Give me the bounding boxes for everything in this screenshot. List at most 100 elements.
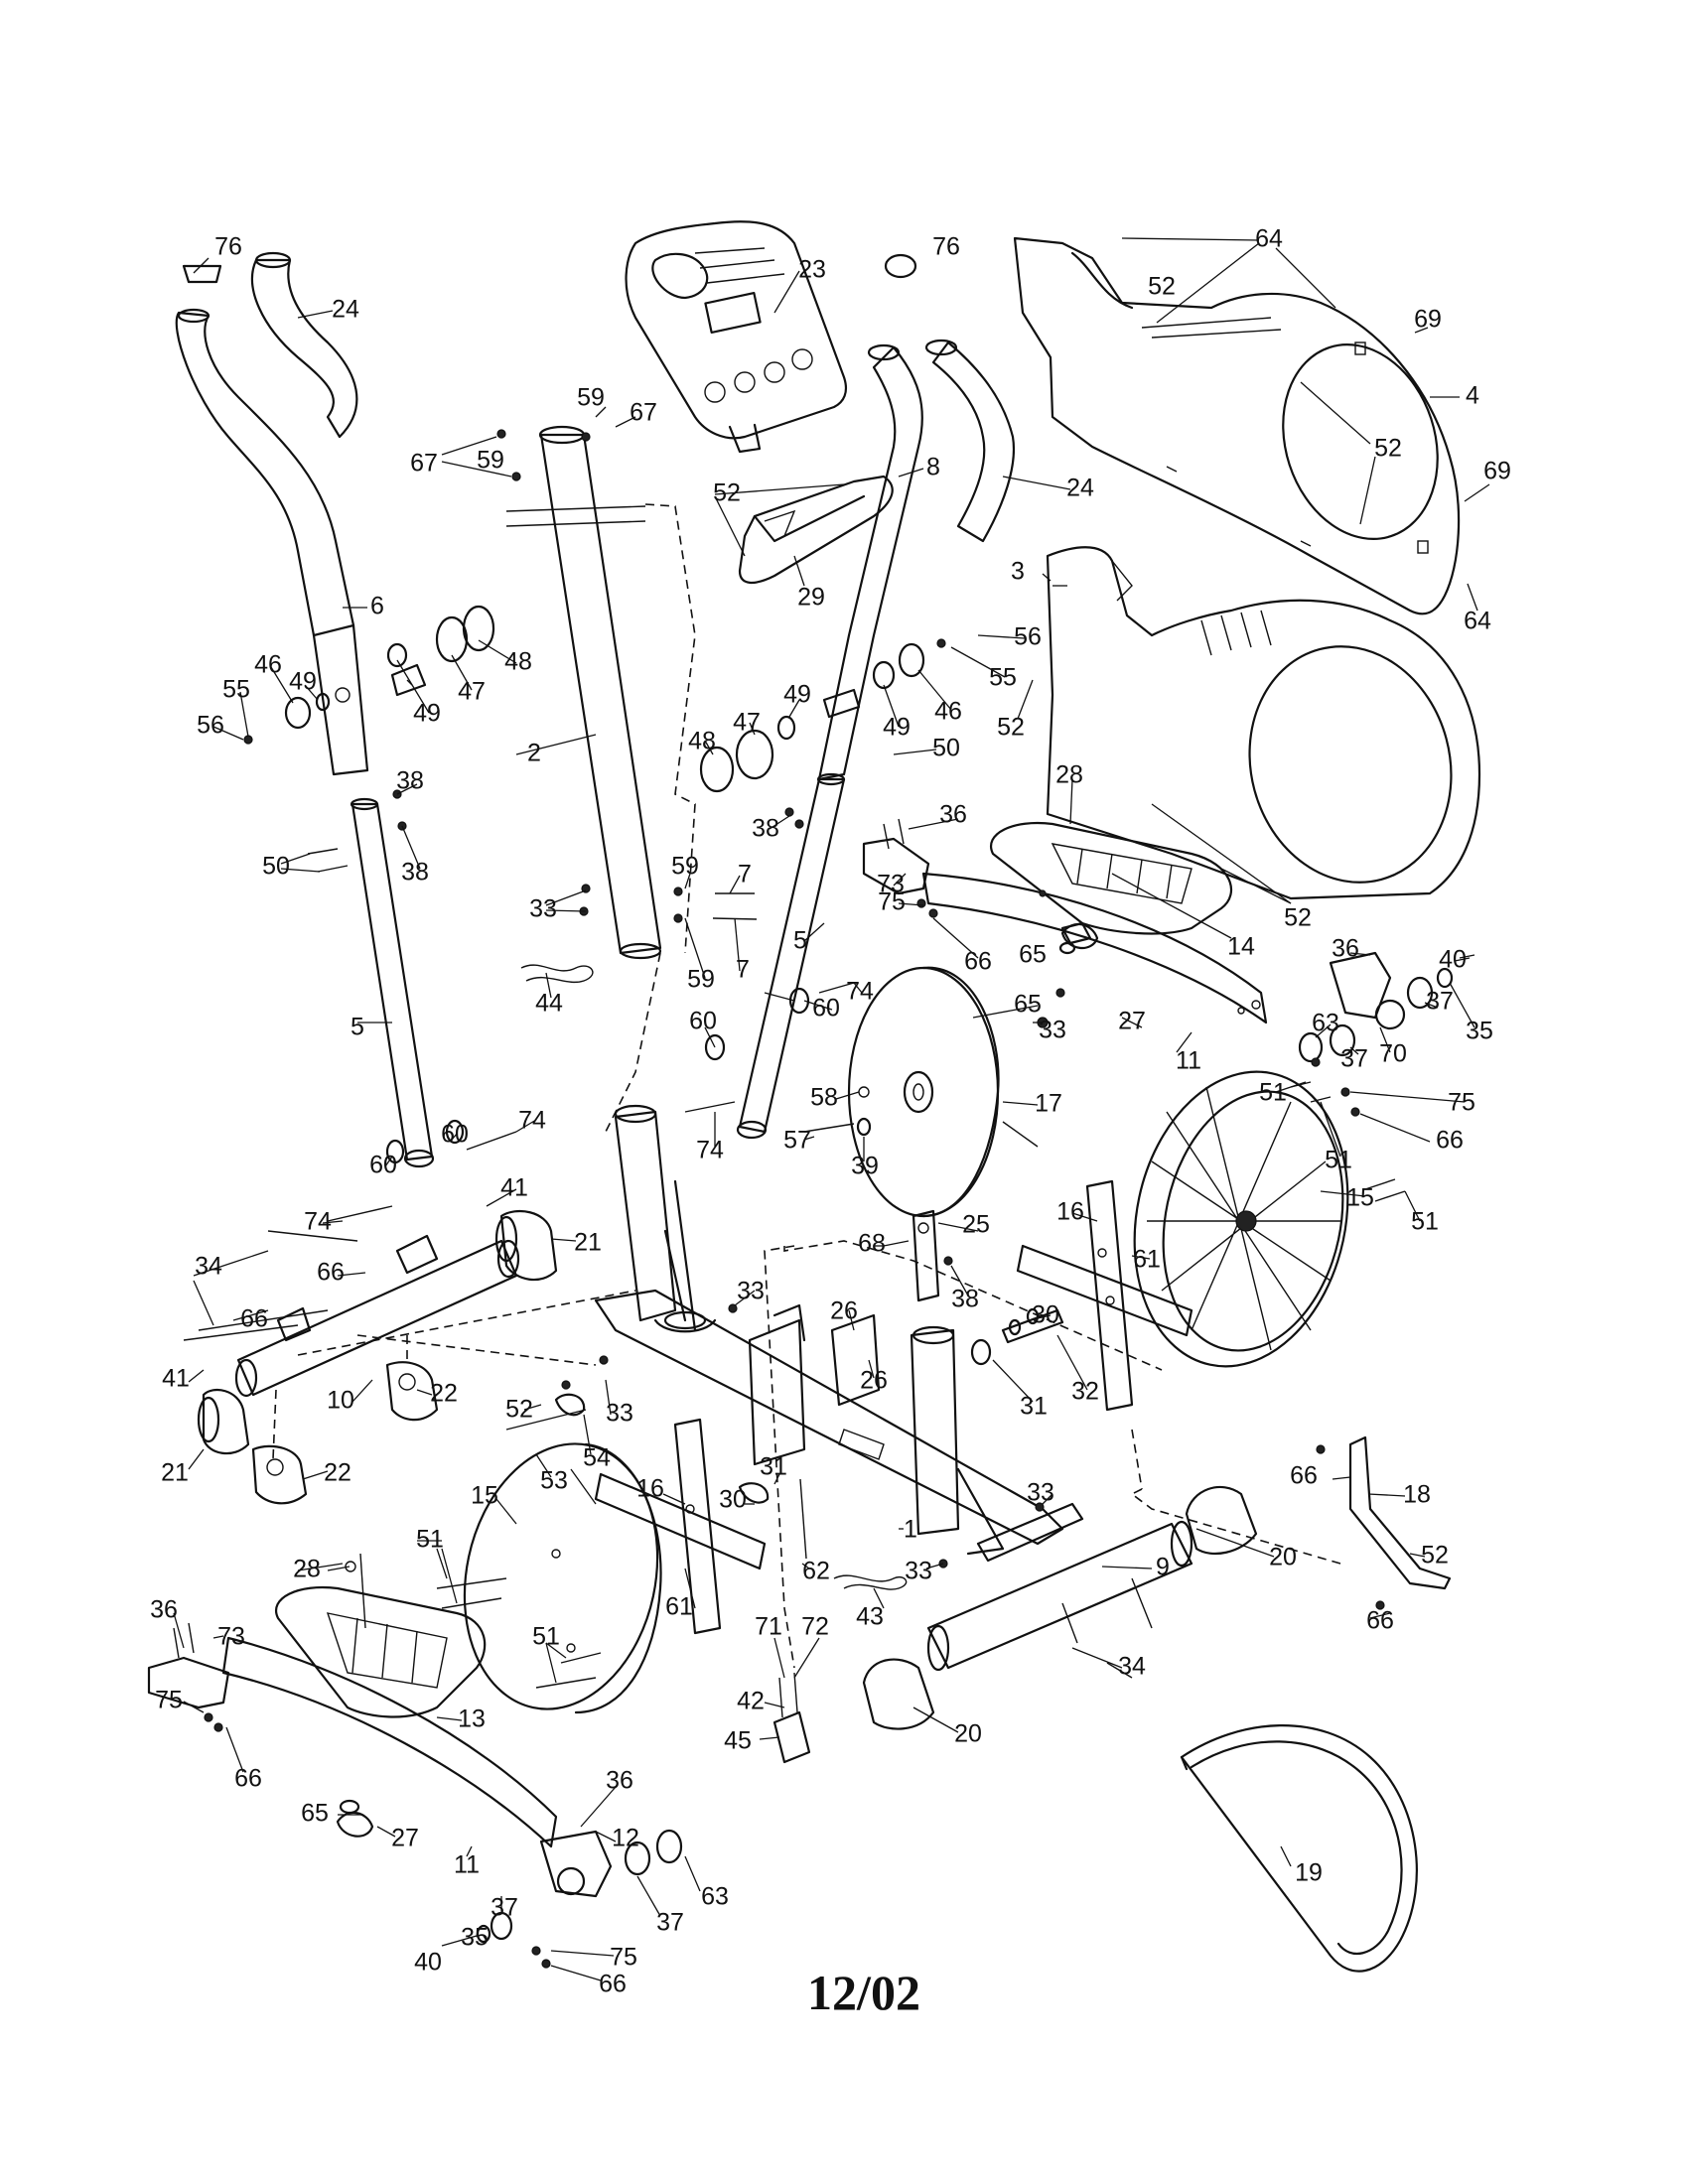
- date-code: 12/02: [807, 1965, 920, 2020]
- part-right-pedal: [990, 821, 1232, 935]
- callout-number: 49: [413, 700, 441, 728]
- callout-number: 11: [1176, 1047, 1201, 1075]
- callout-number: 50: [262, 853, 290, 881]
- callout-number: 53: [540, 1467, 568, 1495]
- callout-number: 60: [369, 1152, 397, 1179]
- callout-number: 66: [599, 1971, 627, 1998]
- callout-number: 38: [752, 815, 779, 843]
- callout-number: 33: [737, 1278, 765, 1305]
- callout-number: 5: [793, 927, 807, 955]
- callout-number: 60: [812, 995, 840, 1023]
- part-bracket-18: [1348, 1435, 1452, 1590]
- callout-number: 27: [1118, 1008, 1146, 1035]
- callout-number: 56: [1014, 623, 1042, 651]
- callout-number: 51: [1325, 1147, 1352, 1174]
- callout-number: 33: [905, 1558, 932, 1585]
- callout-number: 49: [289, 668, 317, 696]
- callout-number: 39: [851, 1153, 879, 1180]
- callout-number: 38: [951, 1286, 979, 1313]
- callout-number: 36: [939, 801, 967, 829]
- callout-number: 40: [1439, 946, 1467, 974]
- callout-number: 51: [416, 1526, 444, 1554]
- callout-number: 47: [733, 709, 761, 737]
- callout-number: 7: [736, 956, 750, 984]
- callout-number: 18: [1403, 1481, 1431, 1509]
- callout-number: 20: [954, 1720, 982, 1748]
- part-end-cap-right: [884, 253, 917, 279]
- callout-number: 54: [583, 1444, 611, 1472]
- callout-number: 69: [1483, 458, 1511, 485]
- callout-number: 61: [665, 1593, 693, 1621]
- callout-number: 75: [1448, 1089, 1475, 1117]
- callout-number: 20: [1269, 1544, 1297, 1571]
- callout-number: 45: [724, 1727, 752, 1755]
- callout-number: 48: [688, 728, 716, 755]
- callout-number: 26: [830, 1297, 858, 1325]
- callout-number: 66: [1436, 1127, 1464, 1155]
- callout-number: 71: [755, 1613, 782, 1641]
- callout-number: 56: [197, 712, 224, 740]
- callout-number: 66: [1290, 1462, 1318, 1490]
- callout-number: 24: [332, 296, 359, 324]
- callout-number: 75: [878, 888, 906, 916]
- callout-number: 19: [1295, 1859, 1323, 1887]
- callout-number: 38: [401, 859, 429, 887]
- callout-number: 63: [701, 1883, 729, 1911]
- part-rear-stabilizer: [862, 1485, 1258, 1730]
- callout-number: 24: [1066, 475, 1094, 502]
- callout-number: 43: [856, 1603, 884, 1631]
- callout-number: 52: [505, 1396, 533, 1424]
- callout-number: 15: [471, 1482, 498, 1510]
- part-sensor-assembly: [772, 1672, 811, 1764]
- part-hood: [738, 475, 894, 584]
- callout-number: 52: [1374, 435, 1402, 463]
- callout-number: 46: [254, 651, 282, 679]
- part-left-pedal-arm: [147, 1622, 683, 1944]
- callout-number: 51: [1411, 1208, 1439, 1236]
- callout-number: 38: [396, 767, 424, 795]
- part-wire-43: [833, 1574, 908, 1590]
- callout-number: 34: [1118, 1653, 1146, 1681]
- callout-number: 37: [1426, 988, 1454, 1016]
- callout-number: 36: [1332, 935, 1359, 963]
- callout-number: 16: [636, 1475, 664, 1503]
- callout-number: 46: [934, 698, 962, 726]
- callout-number: 55: [222, 676, 250, 704]
- callout-number: 5: [351, 1014, 364, 1041]
- part-right-handlebars: [736, 339, 1015, 1140]
- part-front-bar: [183, 1209, 636, 1505]
- callout-number: 22: [324, 1459, 351, 1487]
- part-left-pedal: [275, 1585, 487, 1718]
- callout-number: 3: [1011, 558, 1025, 586]
- callout-number: 40: [414, 1949, 442, 1977]
- callout-number: 17: [1035, 1090, 1062, 1118]
- callout-number: 52: [997, 714, 1025, 742]
- callout-number: 66: [317, 1259, 345, 1287]
- callout-number: 16: [1056, 1198, 1084, 1226]
- callout-number: 9: [1156, 1554, 1170, 1581]
- callout-number: 21: [161, 1459, 189, 1487]
- part-left-upper-handlebars: [175, 251, 369, 776]
- part-right-cross-frame: [1016, 1179, 1193, 1412]
- callout-number: 28: [293, 1556, 321, 1583]
- callout-number: 6: [370, 593, 384, 620]
- callout-number: 14: [1227, 933, 1255, 961]
- callout-number: 34: [195, 1253, 222, 1281]
- callout-number: 59: [577, 384, 605, 412]
- callout-number: 22: [430, 1380, 458, 1408]
- callout-number: 31: [760, 1453, 787, 1481]
- callout-number: 62: [802, 1558, 830, 1585]
- callout-number: 12: [612, 1825, 639, 1852]
- callout-number: 66: [1366, 1607, 1394, 1635]
- callout-number: 65: [1019, 941, 1047, 969]
- callout-number: 66: [964, 948, 992, 976]
- callout-number: 47: [458, 678, 486, 706]
- callout-number: 25: [962, 1211, 990, 1239]
- callout-number: 37: [656, 1909, 684, 1937]
- callout-number: 33: [606, 1400, 633, 1428]
- callout-number: 1: [904, 1516, 917, 1544]
- callout-number: 52: [1284, 904, 1312, 932]
- part-brackets-small: [830, 1209, 940, 1407]
